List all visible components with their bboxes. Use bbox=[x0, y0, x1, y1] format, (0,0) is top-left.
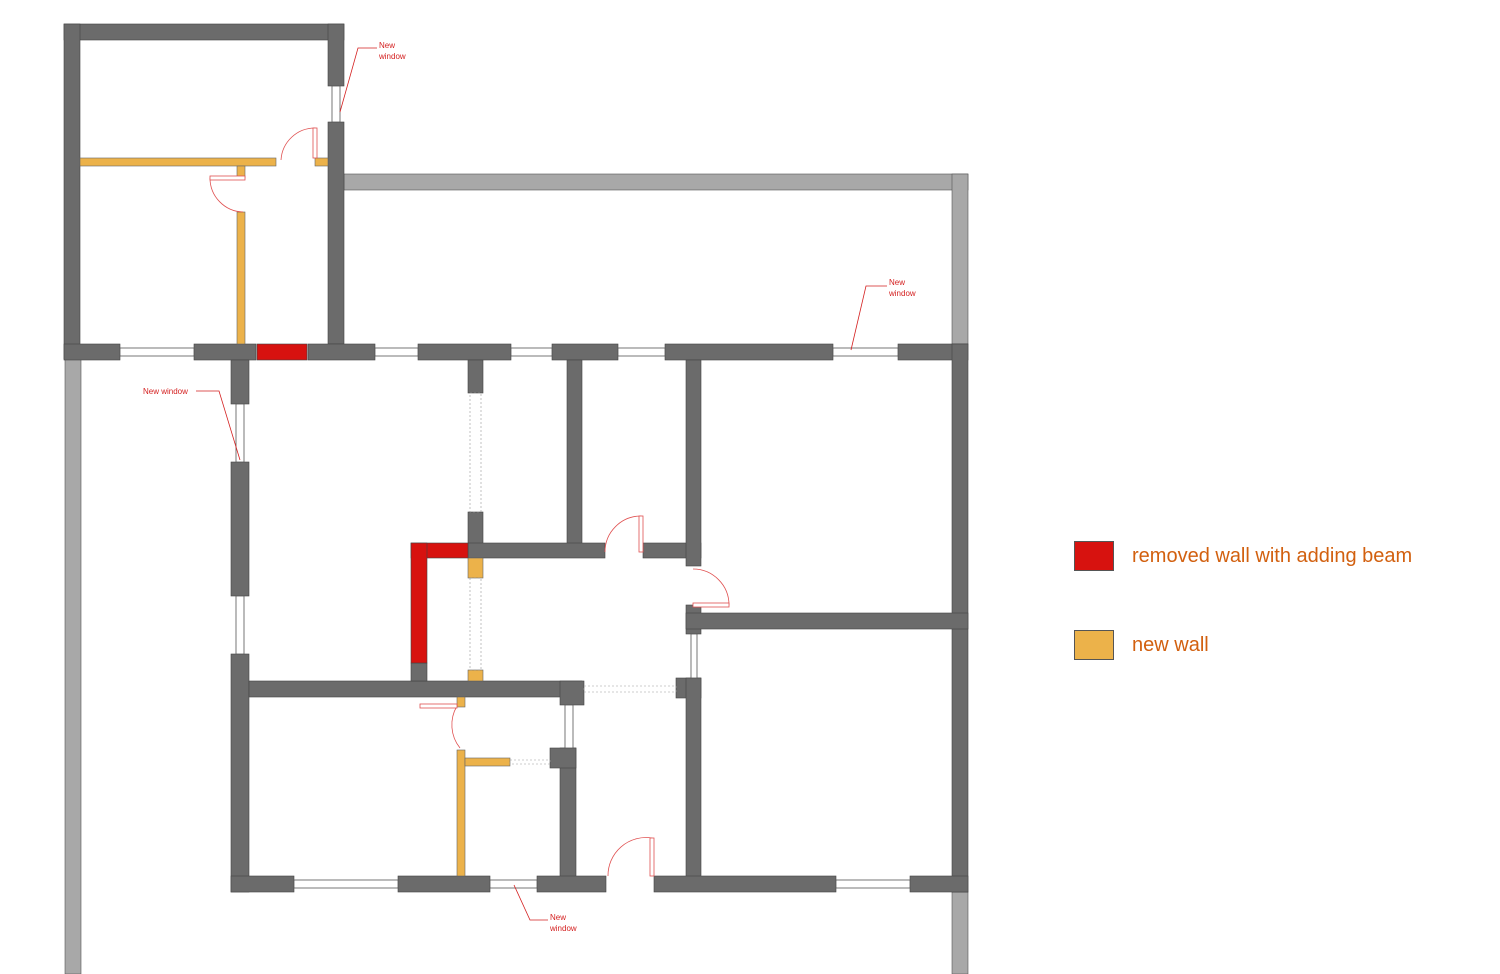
door-leaves bbox=[209, 127, 730, 877]
new-wall bbox=[467, 557, 484, 579]
annotation-left-window: New window bbox=[143, 387, 188, 396]
wall bbox=[397, 875, 491, 893]
door-leaf bbox=[638, 515, 644, 553]
new-wall bbox=[236, 211, 246, 345]
existing-walls bbox=[63, 23, 969, 893]
opening bbox=[509, 759, 551, 765]
legend-label-removed-wall: removed wall with adding beam bbox=[1132, 544, 1413, 567]
removed-wall bbox=[410, 542, 428, 664]
adjacent-wall-right-lower bbox=[951, 891, 969, 974]
new-walls bbox=[79, 157, 511, 877]
wall bbox=[664, 343, 834, 361]
openings bbox=[469, 392, 677, 765]
legend-swatch-yellow bbox=[1074, 630, 1114, 660]
door-swing bbox=[604, 515, 642, 553]
wall bbox=[63, 23, 81, 360]
wall bbox=[653, 875, 837, 893]
door-swing bbox=[692, 568, 730, 606]
removed-walls bbox=[256, 343, 469, 664]
leader-line bbox=[339, 47, 377, 113]
window bbox=[832, 347, 899, 357]
leader-line bbox=[513, 884, 548, 921]
annotation-right-window-line2: window bbox=[888, 289, 916, 298]
annotations: New window New window New window New win… bbox=[143, 41, 916, 933]
adjacent-walls bbox=[64, 173, 969, 974]
door-swing bbox=[607, 837, 653, 877]
new-wall bbox=[314, 157, 329, 167]
leader-line bbox=[850, 285, 887, 351]
door-swing bbox=[280, 127, 316, 161]
legend-swatch-red bbox=[1074, 541, 1114, 571]
wall bbox=[230, 359, 250, 405]
legend-label-new-wall: new wall bbox=[1132, 633, 1209, 656]
door-swing bbox=[420, 705, 461, 749]
new-wall bbox=[467, 669, 484, 682]
window bbox=[119, 347, 195, 357]
opening bbox=[583, 685, 677, 693]
window bbox=[489, 879, 538, 889]
annotation-top-window-line1: New bbox=[379, 41, 395, 50]
window bbox=[374, 347, 419, 357]
window bbox=[617, 347, 666, 357]
wall bbox=[417, 343, 512, 361]
door-leaf bbox=[419, 703, 458, 709]
door-leaf bbox=[649, 837, 655, 877]
window bbox=[293, 879, 399, 889]
wall bbox=[467, 359, 484, 394]
wall bbox=[410, 662, 428, 682]
window bbox=[235, 595, 245, 655]
window bbox=[835, 879, 911, 889]
opening bbox=[469, 392, 482, 513]
opening bbox=[469, 577, 482, 671]
wall bbox=[63, 343, 121, 361]
wall bbox=[566, 359, 583, 545]
annotation-bottom-window-line2: window bbox=[549, 924, 577, 933]
legend-item-removed-wall: removed wall with adding beam bbox=[1074, 541, 1412, 571]
new-wall bbox=[456, 696, 466, 708]
removed-wall bbox=[256, 343, 308, 361]
annotation-leaders bbox=[196, 47, 887, 921]
legend-item-new-wall: new wall bbox=[1074, 630, 1209, 660]
annotation-bottom-window-line1: New bbox=[550, 913, 566, 922]
wall bbox=[193, 343, 257, 361]
door-leaf bbox=[312, 127, 318, 159]
window bbox=[510, 347, 553, 357]
leader-line bbox=[196, 390, 241, 461]
wall bbox=[307, 343, 376, 361]
wall bbox=[536, 875, 607, 893]
wall bbox=[327, 121, 345, 345]
wall bbox=[909, 875, 969, 893]
window bbox=[235, 403, 245, 463]
new-wall bbox=[79, 157, 277, 167]
annotation-right-window-line1: New bbox=[889, 278, 905, 287]
wall bbox=[685, 612, 969, 630]
adjacent-wall-left bbox=[64, 357, 82, 974]
door-swing bbox=[209, 177, 245, 213]
windows bbox=[119, 85, 911, 889]
annotation-top-window-line2: window bbox=[378, 52, 406, 61]
wall bbox=[230, 653, 250, 893]
wall bbox=[467, 542, 606, 559]
wall bbox=[327, 23, 345, 87]
wall bbox=[551, 343, 619, 361]
wall bbox=[230, 875, 295, 893]
adjacent-wall-right-upper bbox=[951, 173, 969, 345]
wall bbox=[549, 747, 577, 769]
new-wall bbox=[456, 749, 466, 877]
window bbox=[331, 85, 341, 123]
wall bbox=[559, 680, 585, 706]
wall bbox=[248, 680, 583, 698]
door-leaf bbox=[692, 602, 730, 608]
adjacent-wall-top bbox=[343, 173, 969, 191]
wall bbox=[685, 359, 702, 567]
wall bbox=[230, 461, 250, 597]
wall bbox=[63, 23, 345, 41]
wall bbox=[685, 677, 702, 879]
window bbox=[564, 704, 574, 749]
window bbox=[690, 633, 698, 679]
door-leaf bbox=[209, 175, 246, 181]
new-wall bbox=[464, 757, 511, 767]
